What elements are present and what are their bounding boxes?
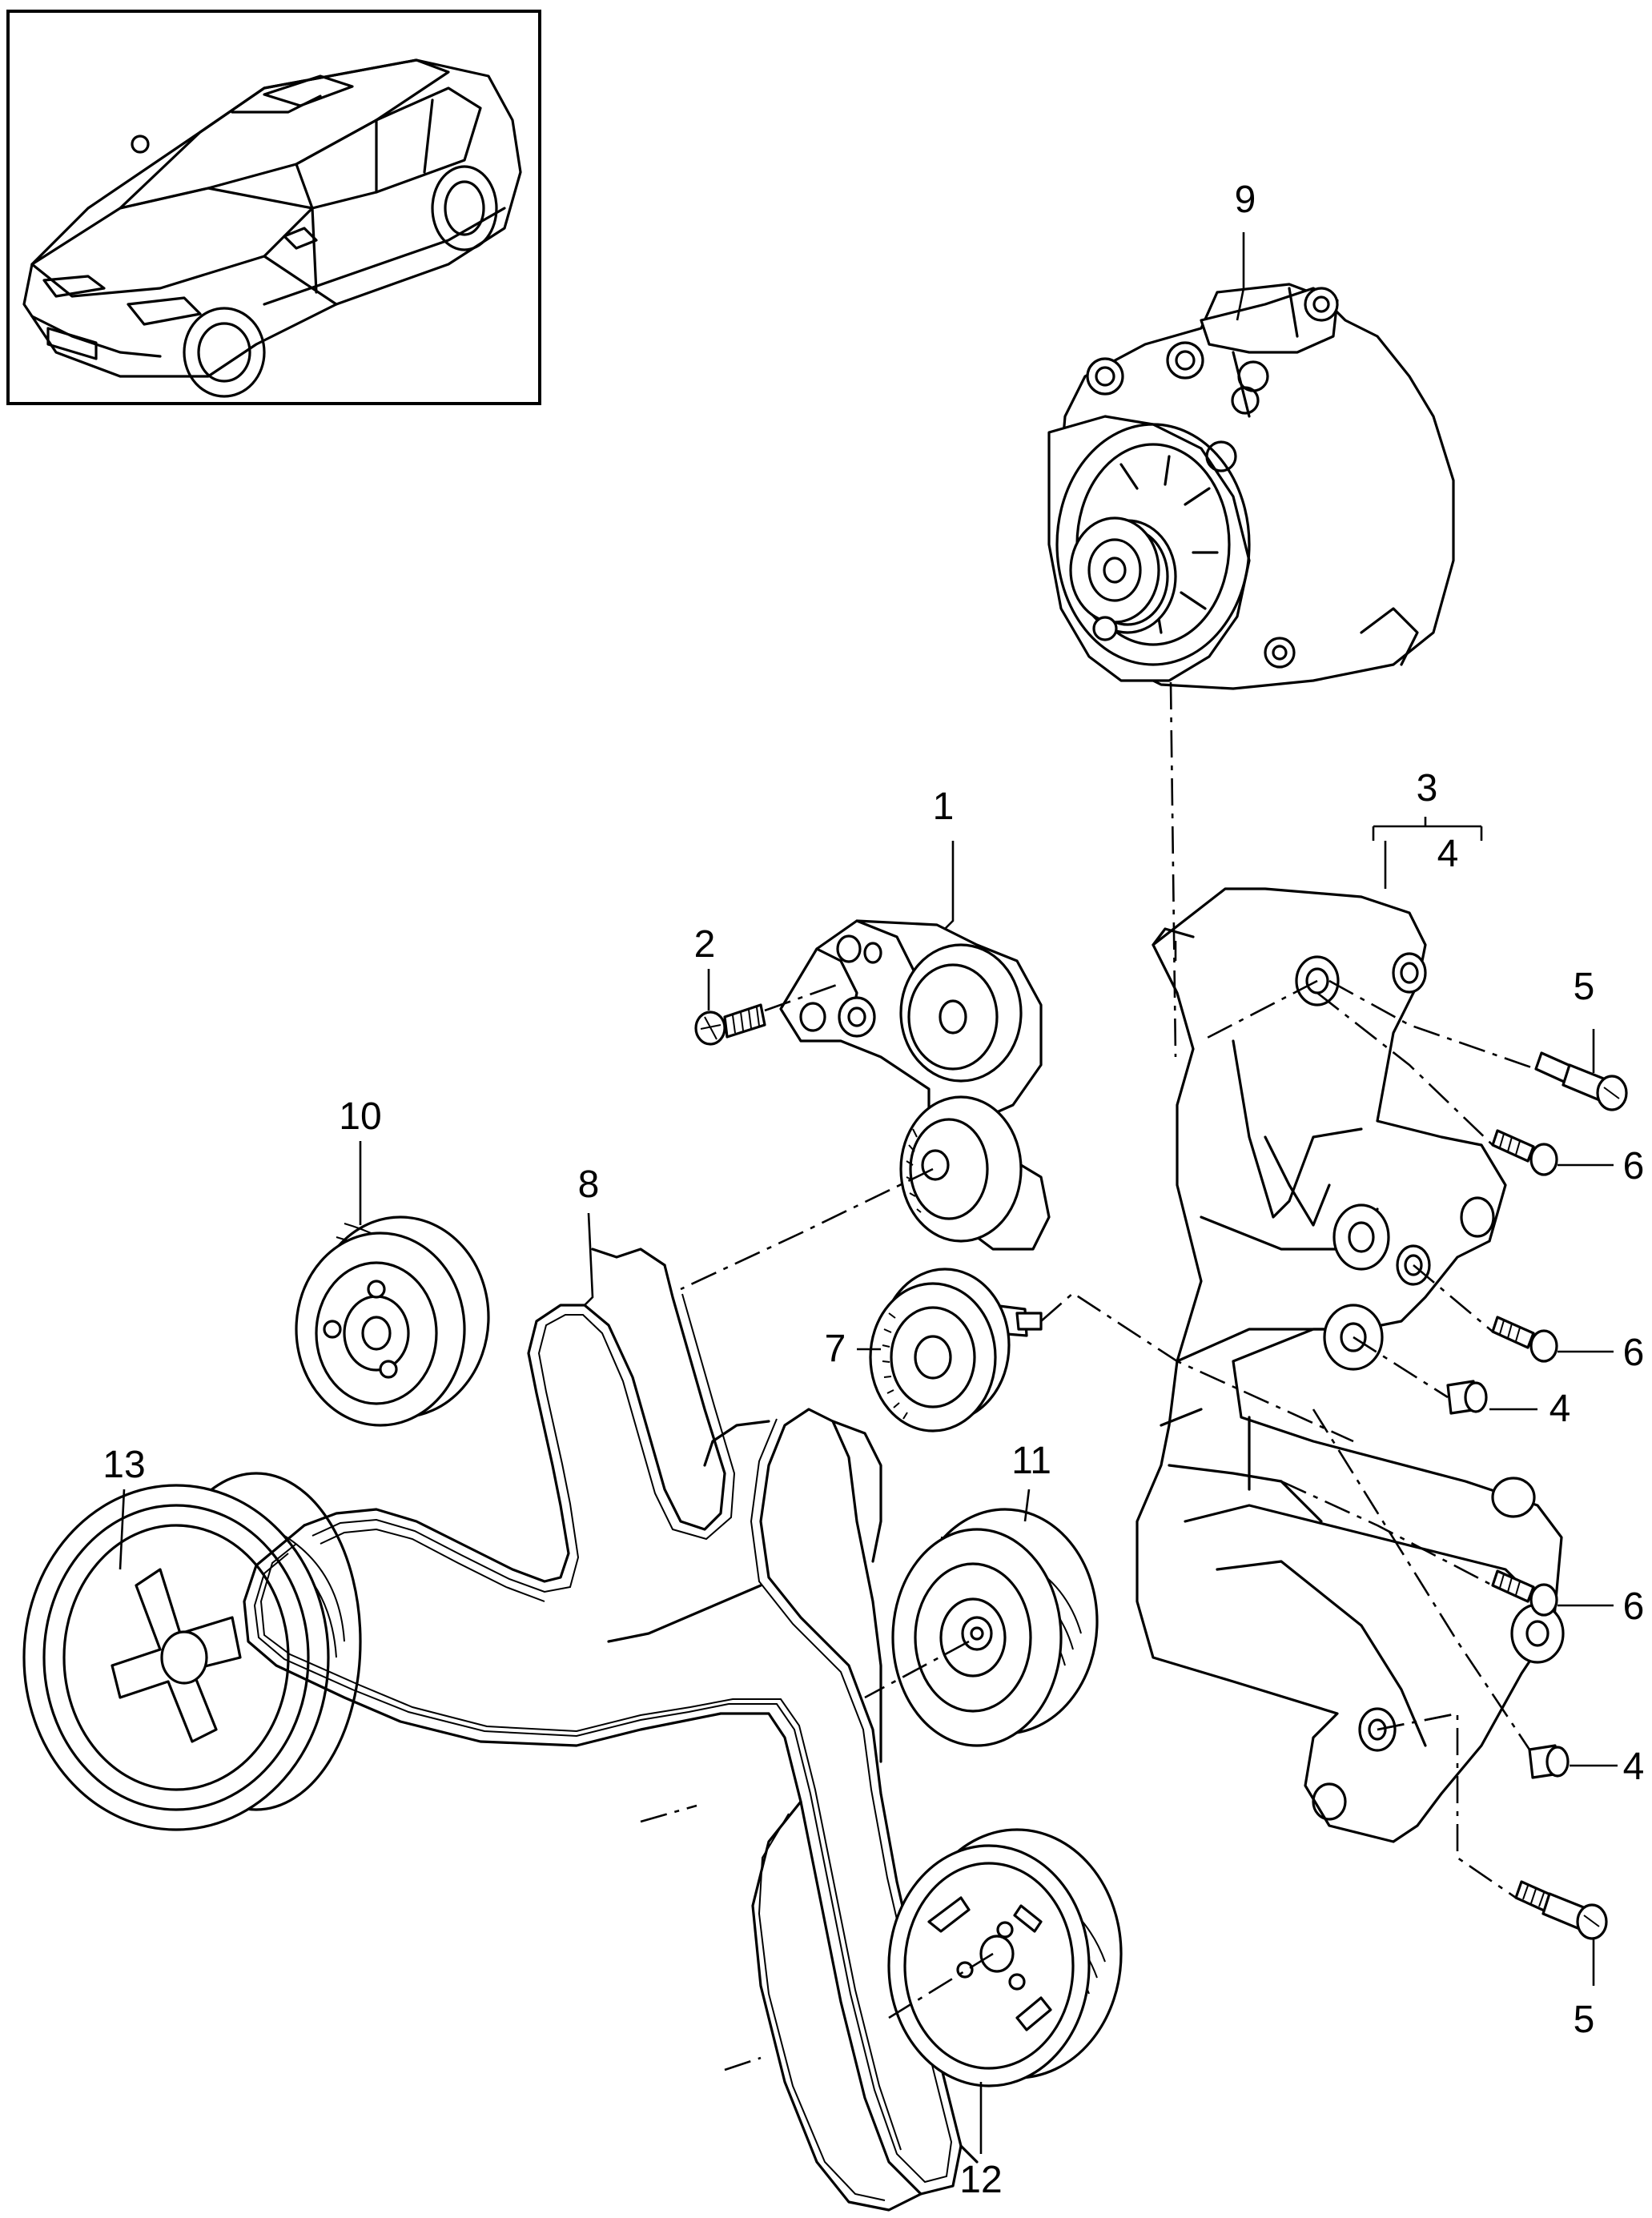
callout-7: 7 <box>825 1328 846 1370</box>
callout-1: 1 <box>933 786 955 828</box>
pulley-part-10 <box>295 1215 490 1427</box>
screw-part-6-b <box>1491 1316 1558 1363</box>
callout-12: 12 <box>959 2159 1002 2201</box>
crank-pulley-part-13 <box>22 1472 362 1831</box>
callout-8: 8 <box>578 1163 600 1206</box>
pulley-part-11 <box>891 1508 1099 1747</box>
callout-2: 2 <box>694 923 716 966</box>
assembly-lines <box>640 681 1537 2071</box>
callout-3: 3 <box>1417 767 1438 810</box>
callout-4-lower: 4 <box>1623 1746 1645 1788</box>
callout-6-a: 6 <box>1623 1145 1645 1187</box>
leader-lines <box>119 232 1618 2154</box>
callout-5-upper: 5 <box>1574 966 1595 1008</box>
callout-9: 9 <box>1235 179 1256 221</box>
sleeve-part-4-lower <box>1528 1744 1570 1779</box>
pulley-part-12 <box>887 1828 1123 2087</box>
callout-6-b: 6 <box>1623 1332 1645 1374</box>
callout-5-lower: 5 <box>1574 1999 1595 2041</box>
sleeve-part-4-upper <box>1446 1380 1488 1415</box>
drive-belt-part-8 <box>243 1248 979 2212</box>
callout-3-sub-4: 4 <box>1437 833 1459 875</box>
alternator-part-9 <box>1047 283 1455 690</box>
vehicle-thumbnail <box>6 10 541 405</box>
screw-part-5-upper <box>1534 1051 1628 1111</box>
screw-part-6-c <box>1491 1569 1558 1617</box>
callout-6-c: 6 <box>1623 1585 1645 1628</box>
screw-part-6-a <box>1491 1129 1558 1176</box>
callout-13: 13 <box>102 1444 145 1486</box>
callout-labels: 9 1 2 3 4 5 6 6 4 6 4 5 7 8 10 11 12 13 <box>102 179 1644 2201</box>
belt-tensioner-part-1 <box>779 919 1051 1251</box>
idler-pulley-part-7 <box>869 1268 1043 1432</box>
suv-illustration <box>22 58 522 398</box>
callout-10: 10 <box>339 1095 381 1138</box>
callout-11: 11 <box>1011 1440 1051 1482</box>
screw-part-5-lower <box>1514 1880 1608 1940</box>
bracket-part-3 <box>1135 887 1565 1843</box>
callout-4-upper: 4 <box>1550 1388 1571 1430</box>
screw-part-2 <box>694 1003 766 1046</box>
